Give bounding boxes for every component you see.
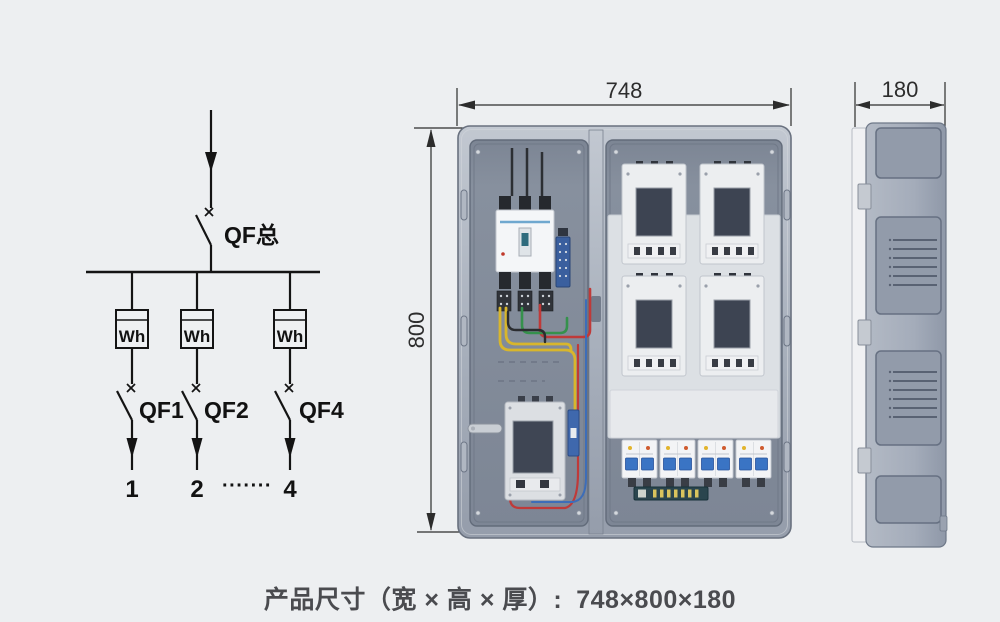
incoming-feed-line <box>205 110 217 208</box>
dimension-height-value: 800 <box>404 312 429 349</box>
branch-2: Wh QF2 2 <box>180 272 249 503</box>
energy-meter-symbol <box>273 309 307 349</box>
product-size-caption: 产品尺寸（宽 × 高 × 厚）: 748×800×180 <box>0 580 1000 616</box>
branch-breaker-label: QF1 <box>139 397 184 423</box>
product-size-label: 产品尺寸（宽 × 高 × 厚）: <box>263 586 563 614</box>
meter-box-front-view <box>457 125 792 539</box>
branch-output-label: 2 <box>190 476 203 503</box>
branch-output-label: 1 <box>125 476 138 503</box>
latch-handle <box>467 423 503 434</box>
dimension-width-value: 748 <box>606 78 643 103</box>
product-size-value: 748×800×180 <box>576 586 737 614</box>
main-breaker-symbol: QF总 <box>195 207 279 271</box>
meter-label: Wh <box>184 327 210 346</box>
meter-label: Wh <box>277 327 303 346</box>
side-hinges <box>857 183 872 474</box>
dimension-depth: 180 <box>854 77 946 127</box>
dimension-depth-value: 180 <box>882 77 919 102</box>
dimension-width: 748 <box>456 78 792 126</box>
right-compartment <box>605 139 783 527</box>
terminal-block <box>555 228 571 288</box>
meter-label: Wh <box>119 327 145 346</box>
down-arrow-icon <box>284 438 296 458</box>
circuit-diagram: QF总 Wh QF1 1 Wh <box>86 110 344 503</box>
branch-1: Wh QF1 1 <box>115 272 184 503</box>
vent-slats-upper <box>888 238 937 287</box>
neutral-terminal-strip <box>633 486 709 501</box>
left-meter-plate <box>504 396 566 501</box>
down-arrow-icon <box>205 152 217 172</box>
branch-output-label: 4 <box>283 476 297 503</box>
branch-ellipsis: ······· <box>222 475 272 497</box>
main-mccb <box>495 196 555 312</box>
meter-plates <box>621 161 765 377</box>
vent-slats-lower <box>888 370 937 419</box>
down-arrow-icon <box>191 438 203 458</box>
hinge-slots <box>460 189 791 473</box>
branch-breaker-label: QF2 <box>204 397 249 423</box>
small-din-breaker <box>567 409 580 457</box>
left-compartment <box>467 139 592 527</box>
down-arrow-icon <box>126 438 138 458</box>
wiring <box>498 287 592 510</box>
branch-3: Wh QF4 4 <box>273 272 344 503</box>
main-breaker-label: QF总 <box>224 222 279 248</box>
blank-cover-panel <box>609 389 779 439</box>
meter-box-side-view <box>851 122 948 548</box>
branch-breaker-label: QF4 <box>299 397 344 423</box>
branch-breaker-row <box>621 439 772 487</box>
